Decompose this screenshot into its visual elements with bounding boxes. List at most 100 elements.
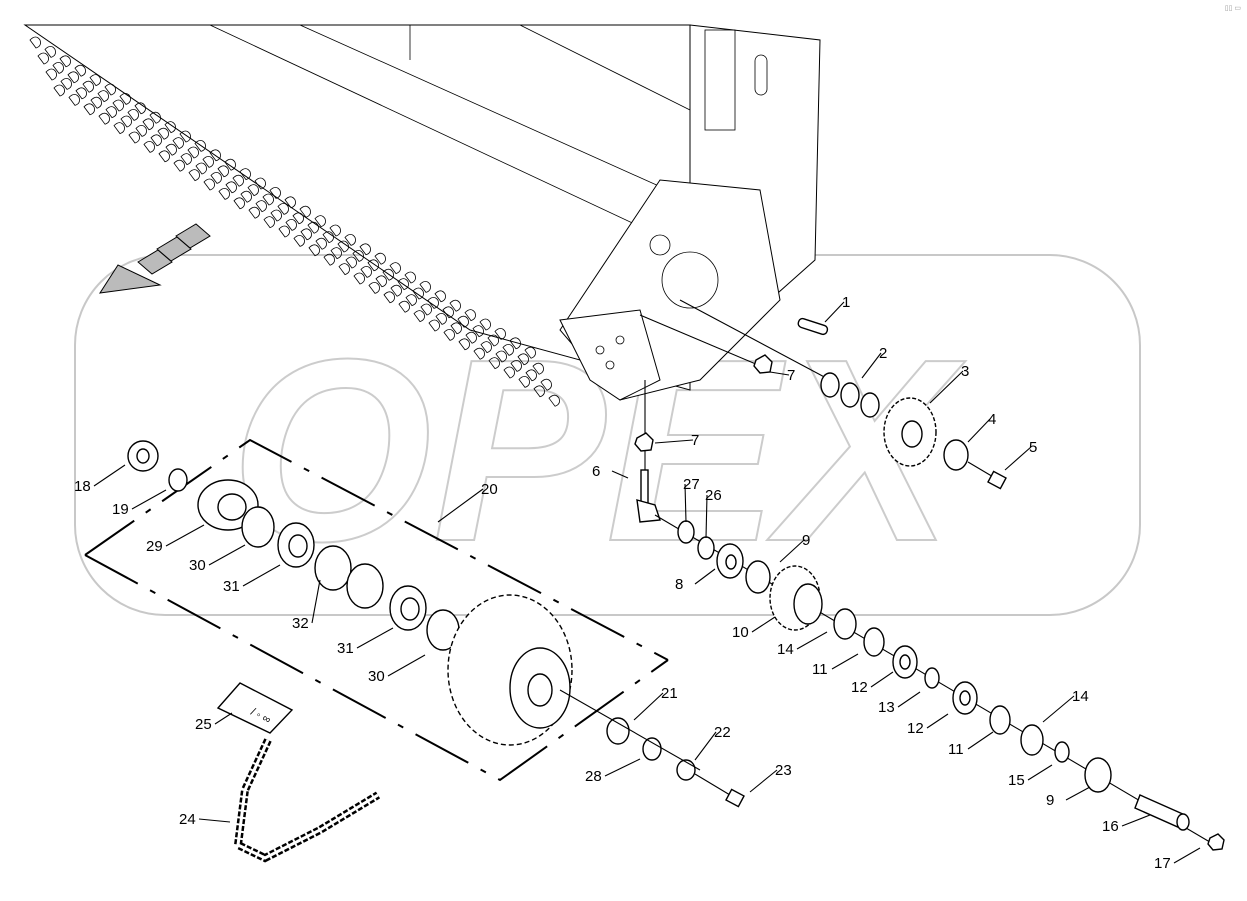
tine [315,237,327,250]
tine [120,115,132,128]
tine [359,243,371,256]
callout-c14a: 14 [777,641,794,658]
corner-marks: ▯▯ ▭ [1224,5,1241,12]
part-19-washer [168,468,188,492]
callout-c4: 4 [988,411,996,428]
tine [472,325,484,338]
leader-line [684,483,687,523]
tine [503,366,515,379]
tine [262,193,274,206]
tine [173,159,185,172]
tine [37,52,49,65]
leader-line [311,579,321,624]
leader-line [356,627,394,649]
tine [450,322,462,335]
callout-c23: 23 [775,762,792,779]
leader-line [633,692,664,721]
tine [135,125,147,137]
leader-line [769,371,790,376]
tine [353,272,365,285]
leader-line [870,671,894,688]
tine [202,156,214,168]
callout-c14b: 14 [1072,688,1089,705]
tine [269,187,281,199]
tine [473,347,485,360]
tine [247,184,259,197]
tine [179,130,191,143]
part-23-bolt [694,773,745,808]
tine [524,346,536,359]
tine [180,153,192,166]
tine [383,291,395,304]
tine [382,268,394,281]
tine [419,281,431,293]
tine [29,36,41,49]
part-17-nut [1207,833,1225,851]
tine [285,219,297,231]
callout-c10: 10 [732,624,749,641]
tine [187,146,199,159]
callout-labels: 1234567789910111112121314141516171819202… [74,294,1201,872]
tine [518,376,530,388]
tine [239,168,251,181]
part-25-decal: / ◦ ∞ [216,682,294,734]
leader-line [897,691,921,708]
leader-line [694,731,717,761]
tine [337,240,349,253]
tine [157,127,169,140]
part-30-circlip-left [241,506,275,548]
tine [389,262,401,275]
tine [509,337,521,350]
tine [367,259,379,272]
callout-c11a: 11 [812,661,828,678]
callout-c1: 1 [842,294,850,311]
tine [487,334,499,347]
tine [113,122,125,135]
part-11-ring-upper [863,627,885,657]
tine [480,341,492,354]
callout-c19: 19 [112,501,129,518]
leader-line [967,731,994,750]
leader-line [694,568,716,585]
callout-c30a: 30 [189,557,206,574]
part-4-washer [943,439,969,471]
tine [338,263,350,276]
tine [352,250,364,262]
tine [74,64,86,77]
callout-c17: 17 [1154,855,1171,872]
tine [97,90,109,103]
tine [307,221,319,234]
tine [344,234,356,246]
tine [360,266,372,278]
tine [165,143,177,156]
tine [517,353,529,366]
leader-line [165,524,205,547]
tine [105,106,117,119]
direction-arrow [98,223,211,294]
tine [209,149,221,162]
part-7-nut-lower [634,432,654,452]
callout-c9a: 9 [802,532,810,549]
leader-line [705,494,708,539]
leader-line [929,370,964,404]
tine [330,247,342,260]
tine [232,174,244,187]
tine [299,205,311,218]
tine [68,94,80,106]
tine [233,197,245,210]
part-3-sprocket [883,397,937,467]
part-10-sprocket [769,565,823,631]
callout-c7a: 7 [787,367,795,384]
part-5-bolt [967,461,1007,490]
tine [443,329,455,341]
leader-line [1027,764,1053,781]
leader-line [1173,847,1201,864]
leader-line [1004,446,1032,471]
tine [488,357,500,370]
tine [435,313,447,325]
leader-line [437,488,484,523]
tine [164,121,176,134]
tine [375,275,387,288]
leader-line [1121,814,1151,827]
